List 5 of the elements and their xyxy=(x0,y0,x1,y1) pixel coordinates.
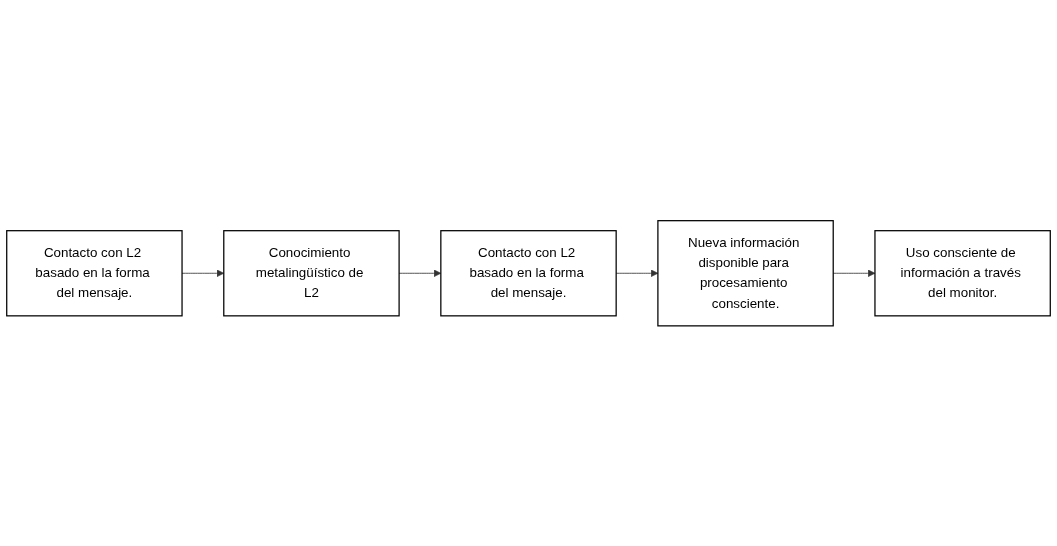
node-box: Contacto con L2 basado en la forma del mensaje. xyxy=(440,229,617,317)
node-box: Contacto con L2 basado en la forma del mensaje. xyxy=(6,229,183,317)
node-box: Conocimiento metalingüístico de L2 xyxy=(223,229,400,317)
node-box: Uso consciente de información a través del monitor. xyxy=(874,229,1051,317)
node-box: Nueva información disponible para procesamiento consciente. xyxy=(657,219,834,327)
